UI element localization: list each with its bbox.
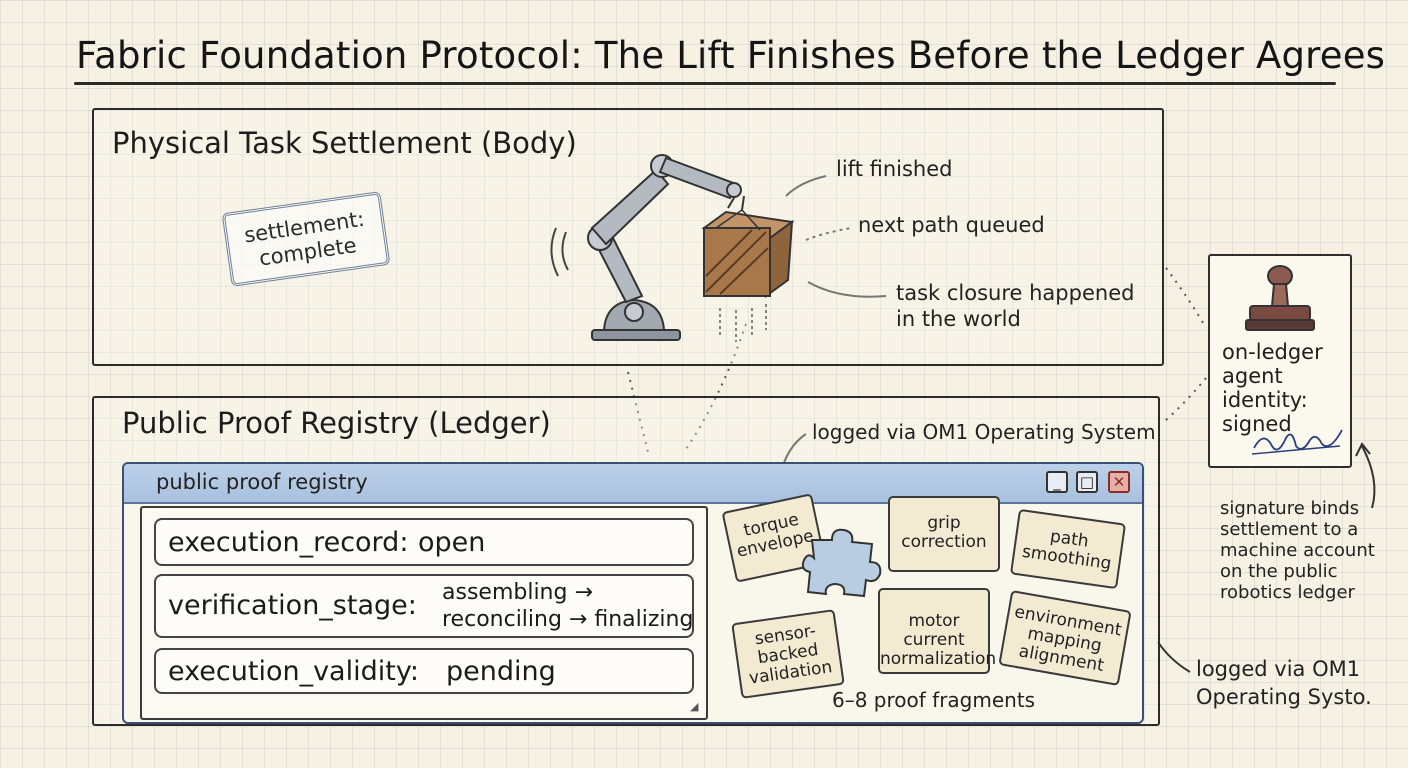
record-fields-pane: execution_record: open verification_stag… (140, 506, 708, 720)
execution-validity-value: pending (446, 656, 556, 687)
fragment-path-smoothing: path smoothing (1009, 508, 1127, 590)
note-task-closure: task closure happened in the world (896, 281, 1135, 331)
fragment-grip-correction: grip correction (888, 496, 1000, 572)
execution-record-field: execution_record: open (154, 518, 694, 566)
verification-stage-line-2: reconciling → finalizing (442, 607, 694, 632)
resize-grip-icon[interactable]: ◢ (690, 700, 699, 713)
dotted-connector-card-top (1165, 267, 1207, 329)
logged-via-om1-top: logged via OM1 Operating System (812, 420, 1156, 444)
note-lift-finished: lift finished (836, 157, 953, 181)
fragments-caption: 6–8 proof fragments (832, 688, 1036, 712)
maximize-button[interactable]: □ (1076, 471, 1098, 493)
page-title: Fabric Foundation Protocol: The Lift Fin… (76, 34, 1386, 77)
execution-record-value: open (418, 527, 486, 558)
rubber-stamp-icon (1245, 265, 1315, 331)
verification-stage-key: verification_stage: (168, 590, 417, 621)
agent-identity-card: on-ledger agent identity: signed (1208, 254, 1352, 468)
logged-via-om1-bottom: logged via OM1 Operating Systo. (1196, 657, 1372, 709)
verification-stage-field: verification_stage: assembling → reconci… (154, 574, 694, 638)
arrow-logged-bottom (1157, 641, 1191, 673)
fragment-motor-current-normalization: motor current normalization (878, 588, 996, 674)
minimize-button[interactable]: _ (1046, 471, 1068, 493)
body-panel-title: Physical Task Settlement (Body) (112, 126, 577, 160)
fragment-environment-mapping-alignment: environment mapping alignment (998, 589, 1132, 687)
execution-validity-field: execution_validity: pending (154, 648, 694, 694)
ledger-panel-title: Public Proof Registry (Ledger) (122, 406, 551, 440)
note-next-path-queued: next path queued (858, 213, 1045, 237)
execution-validity-key: execution_validity: (168, 656, 419, 687)
dotted-connector-card-bottom (1165, 377, 1207, 421)
signature-icon (1251, 429, 1343, 455)
registry-window: public proof registry _ □ ✕ execution_re… (122, 462, 1144, 724)
window-title: public proof registry (156, 470, 368, 494)
puzzle-piece-icon (802, 528, 882, 598)
close-button[interactable]: ✕ (1108, 471, 1130, 493)
execution-record-key: execution_record: (168, 527, 409, 558)
fragment-sensor-backed-validation: sensor-backed validation (731, 609, 845, 699)
identity-label: on-ledger agent identity: signed (1222, 340, 1323, 436)
crate-icon (701, 209, 795, 299)
robot-arm-icon (550, 154, 795, 342)
signature-caption: signature binds settlement to a machine … (1220, 498, 1375, 603)
arrowhead-signature (1355, 442, 1371, 457)
verification-stage-line-1: assembling → (442, 580, 593, 605)
title-underline (74, 82, 1336, 85)
